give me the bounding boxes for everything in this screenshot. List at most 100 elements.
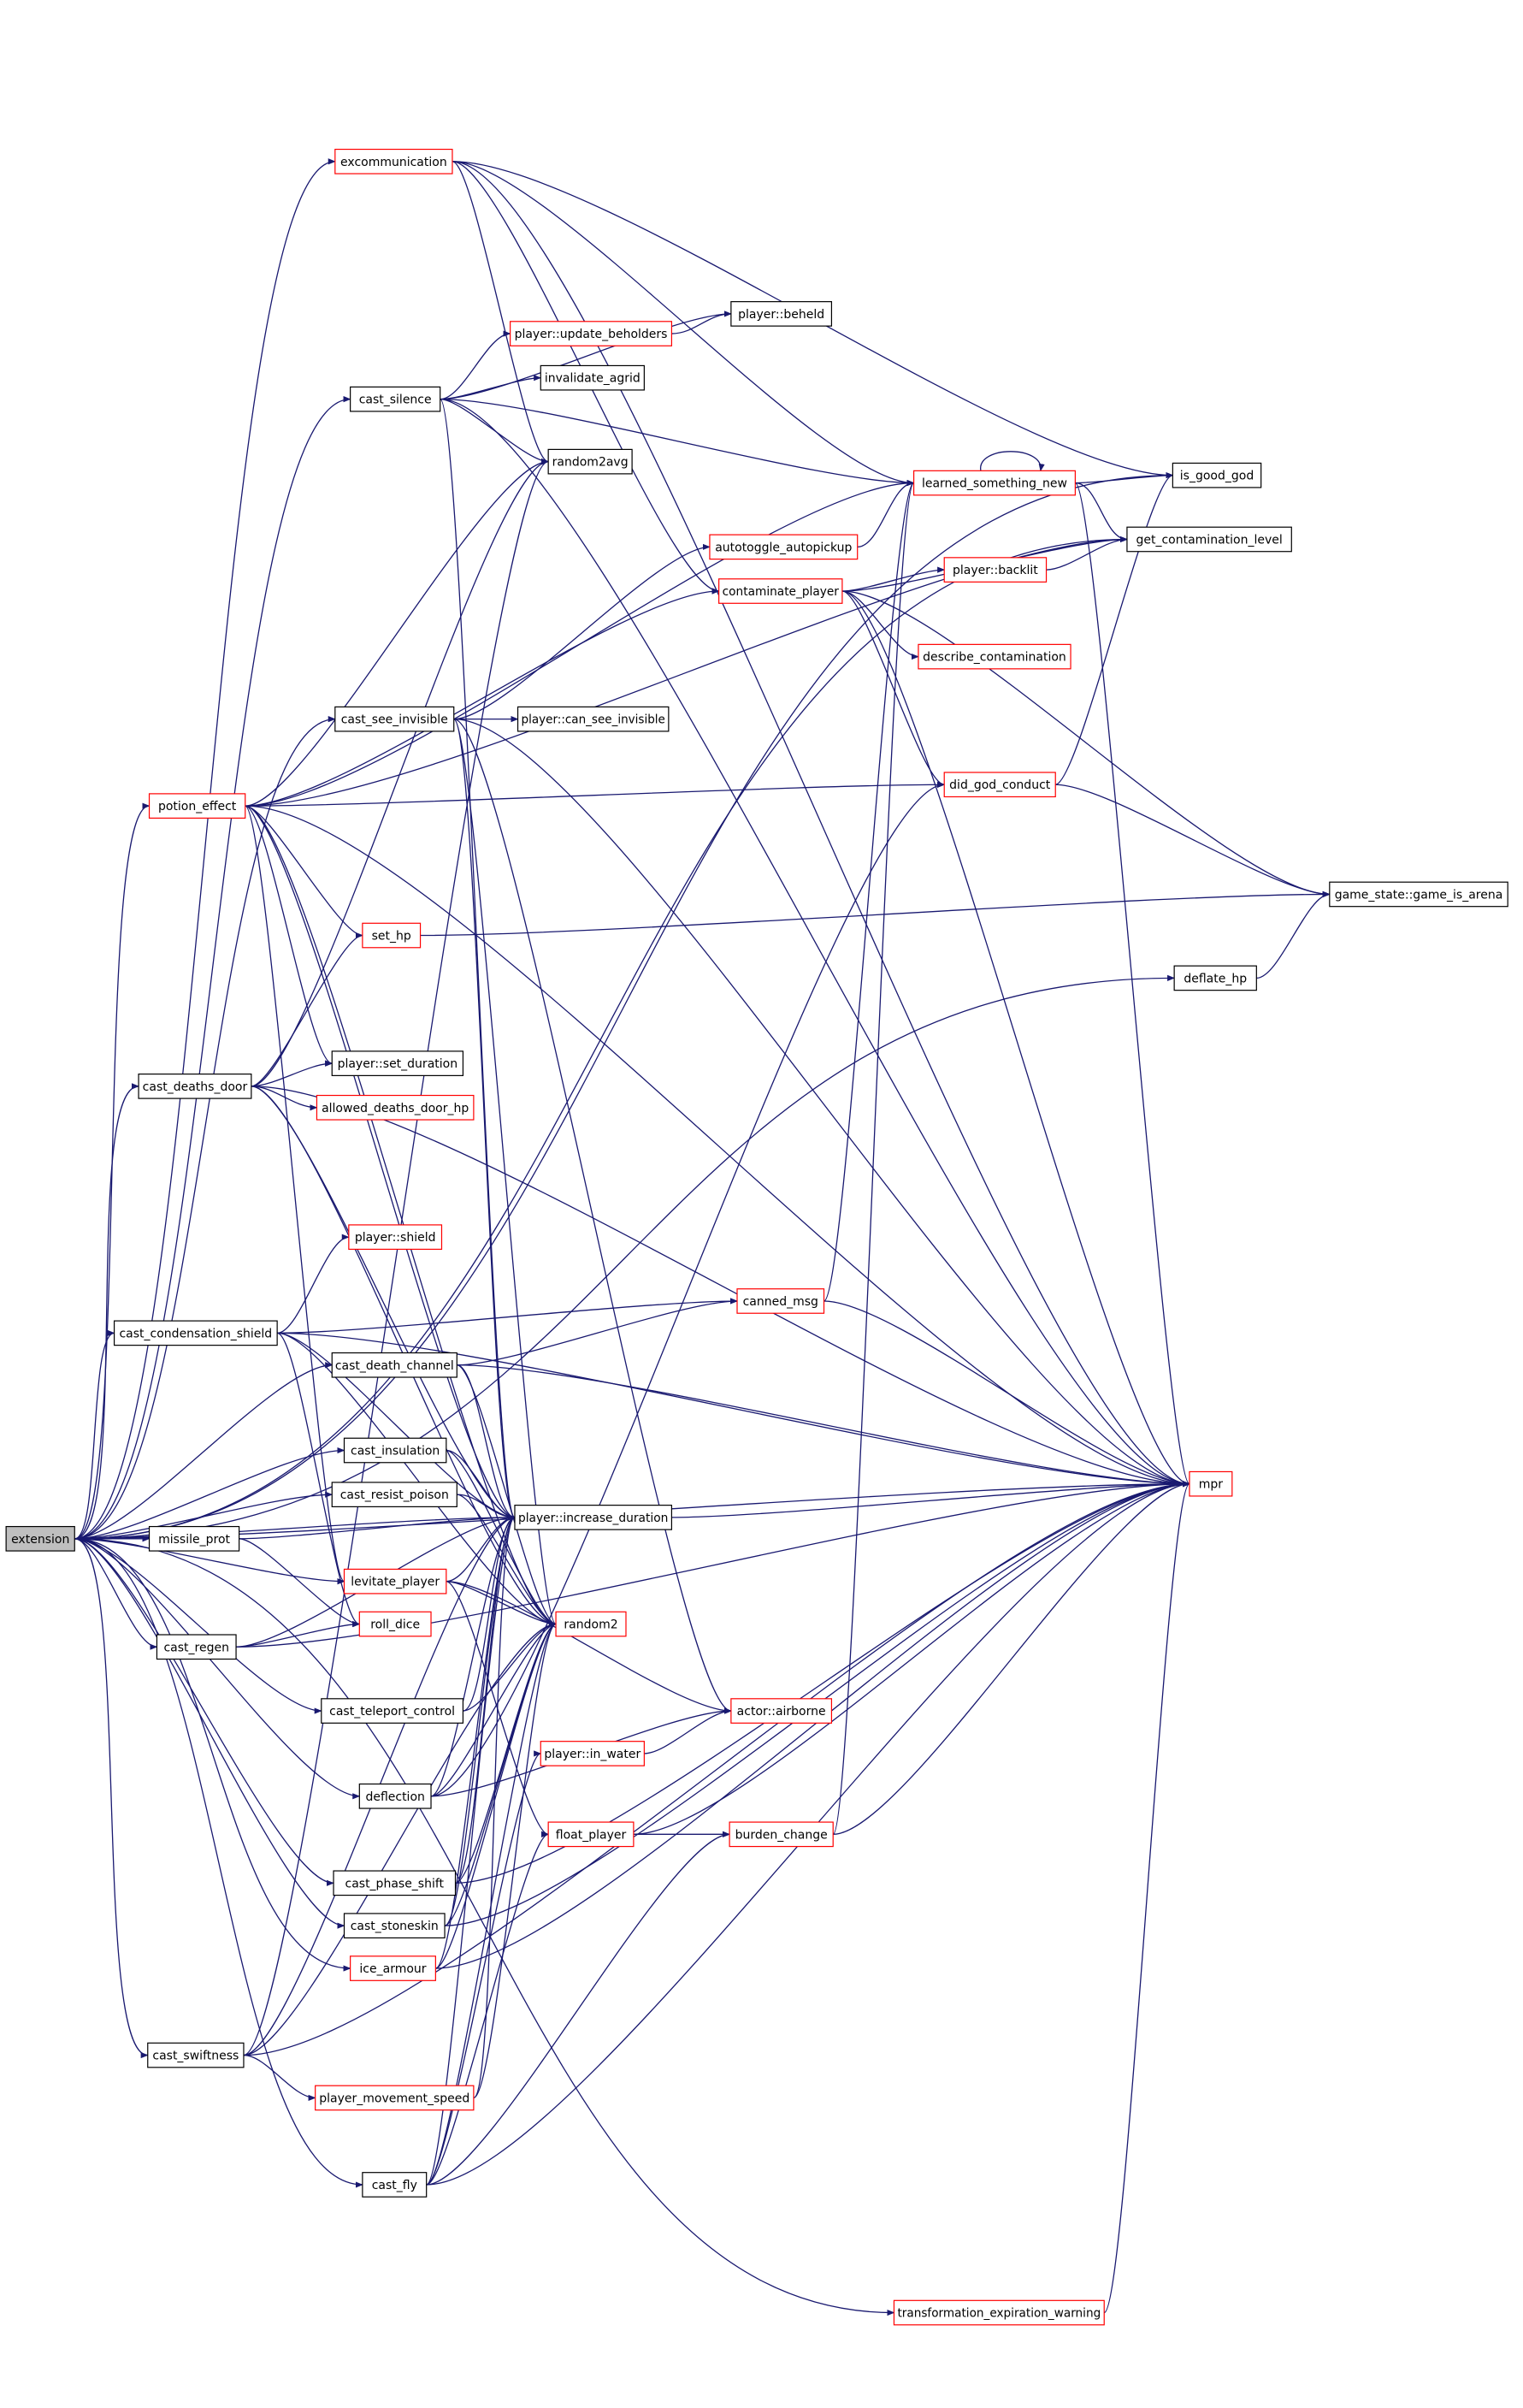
node-transformation-expiration-warning[interactable]: transformation_expiration_warning	[893, 2299, 1105, 2326]
call-edge	[1054, 472, 1174, 785]
node-game-state-game-is-arena[interactable]: game_state::game_is_arena	[1329, 881, 1508, 908]
node-learned-something-new[interactable]: learned_something_new	[912, 470, 1076, 496]
node-random2avg[interactable]: random2avg	[547, 448, 633, 475]
node-cast-deaths-door[interactable]: cast_deaths_door	[138, 1074, 252, 1099]
call-edge	[452, 161, 550, 465]
node-player-increase-duration[interactable]: player::increase_duration	[514, 1505, 673, 1530]
node-float-player[interactable]: float_player	[547, 1821, 635, 1848]
call-edge	[457, 1364, 557, 1628]
call-edge	[426, 1621, 557, 2186]
node-cast-regen[interactable]: cast_regen	[156, 1634, 237, 1660]
node-mpr[interactable]: mpr	[1189, 1470, 1233, 1497]
node-cast-see-invisible[interactable]: cast_see_invisible	[334, 706, 455, 732]
call-edge	[74, 535, 1128, 1540]
node-deflection[interactable]: deflection	[358, 1783, 432, 1809]
node-autotoggle-autopickup[interactable]: autotoggle_autopickup	[709, 534, 859, 560]
node-extension[interactable]: extension	[5, 1525, 75, 1552]
node-cast-stoneskin[interactable]: cast_stoneskin	[343, 1913, 446, 1939]
node-cast-insulation[interactable]: cast_insulation	[343, 1437, 447, 1464]
node-cast-phase-shift[interactable]: cast_phase_shift	[333, 1870, 457, 1896]
node-deflate-hp[interactable]: deflate_hp	[1173, 965, 1257, 991]
call-edge	[74, 1538, 345, 1585]
node-cast-condensation-shield[interactable]: cast_condensation_shield	[113, 1320, 278, 1346]
node-contaminate-player[interactable]: contaminate_player	[718, 578, 843, 604]
node-box	[343, 1913, 446, 1939]
call-edge	[277, 1234, 350, 1334]
node-is-good-god[interactable]: is_good_god	[1172, 462, 1262, 488]
node-get-contamination-level[interactable]: get_contamination_level	[1126, 526, 1292, 553]
node-player-beheld[interactable]: player::beheld	[730, 301, 833, 327]
node-player-in-water[interactable]: player::in_water	[540, 1741, 645, 1766]
node-label: ice_armour	[359, 1962, 426, 1976]
call-edge	[251, 1060, 334, 1087]
call-edge	[245, 805, 334, 1067]
call-edge	[74, 1362, 334, 1540]
node-label: autotoggle_autopickup	[715, 541, 852, 554]
node-label: contaminate_player	[723, 585, 839, 599]
node-box	[730, 301, 833, 327]
node-label: learned_something_new	[922, 477, 1067, 491]
node-potion-effect[interactable]: potion_effect	[148, 793, 246, 819]
node-describe-contamination[interactable]: describe_contamination	[918, 643, 1071, 670]
node-player-movement-speed[interactable]: player_movement_speed	[315, 2085, 475, 2111]
node-player-shield[interactable]: player::shield	[348, 1224, 443, 1251]
call-edge	[74, 158, 336, 1540]
node-label: player::set_duration	[338, 1057, 458, 1071]
node-box	[943, 772, 1056, 798]
node-cast-teleport-control[interactable]: cast_teleport_control	[321, 1698, 464, 1724]
node-box	[510, 321, 673, 346]
node-label: mpr	[1199, 1478, 1224, 1492]
node-player-update-beholders[interactable]: player::update_beholders	[510, 321, 673, 346]
call-edge	[245, 805, 345, 1585]
node-box	[315, 2085, 475, 2111]
node-box	[893, 2299, 1105, 2326]
node-player-set-duration[interactable]: player::set_duration	[331, 1050, 464, 1076]
call-edge	[435, 1621, 557, 1969]
node-did-god-conduct[interactable]: did_god_conduct	[943, 772, 1056, 798]
node-cast-resist-poison[interactable]: cast_resist_poison	[331, 1482, 457, 1508]
node-cast-fly[interactable]: cast_fly	[362, 2172, 428, 2198]
node-ice-armour[interactable]: ice_armour	[350, 1955, 436, 1981]
node-missile-prot[interactable]: missile_prot	[148, 1525, 240, 1552]
node-allowed-deaths-door-hp[interactable]: allowed_deaths_door_hp	[316, 1094, 475, 1121]
call-edge	[430, 1514, 516, 1797]
node-canned-msg[interactable]: canned_msg	[736, 1288, 825, 1314]
call-edge	[435, 1481, 1190, 1969]
node-box	[729, 1821, 834, 1848]
node-cast-silence[interactable]: cast_silence	[350, 386, 441, 412]
node-player-backlit[interactable]: player::backlit	[943, 557, 1048, 583]
node-box	[138, 1074, 252, 1099]
node-label: cast_regen	[163, 1641, 229, 1654]
node-cast-swiftness[interactable]: cast_swiftness	[147, 2042, 245, 2068]
call-edge	[74, 1538, 334, 1886]
call-edge	[453, 718, 516, 1521]
call-edge	[239, 1514, 516, 1540]
call-edge	[426, 1514, 516, 2186]
node-levitate-player[interactable]: levitate_player	[343, 1568, 447, 1594]
node-burden-change[interactable]: burden_change	[729, 1821, 834, 1848]
node-invalidate-agrid[interactable]: invalidate_agrid	[540, 364, 645, 391]
node-actor-airborne[interactable]: actor::airborne	[730, 1698, 833, 1724]
call-edge	[245, 805, 516, 1521]
call-edge	[841, 590, 919, 660]
call-edge	[74, 1538, 361, 1800]
node-player-can-see-invisible[interactable]: player::can_see_invisible	[517, 706, 670, 732]
node-box	[333, 1870, 457, 1896]
call-edge	[1075, 472, 1174, 484]
call-edge	[74, 1538, 158, 1650]
call-edge	[1256, 890, 1331, 979]
call-edge	[671, 311, 732, 334]
node-roll-dice[interactable]: roll_dice	[358, 1611, 432, 1637]
node-set-hp[interactable]: set_hp	[362, 922, 422, 949]
call-edge	[277, 1332, 557, 1628]
node-box	[350, 1955, 436, 1981]
node-random2[interactable]: random2	[555, 1611, 627, 1637]
node-excommunication[interactable]: excommunication	[334, 148, 453, 175]
call-edge	[453, 718, 732, 1714]
node-cast-death-channel[interactable]: cast_death_channel	[331, 1352, 457, 1378]
call-edge	[245, 805, 363, 939]
node-box	[555, 1611, 627, 1637]
call-edge	[473, 1514, 516, 2099]
node-box	[321, 1698, 464, 1724]
